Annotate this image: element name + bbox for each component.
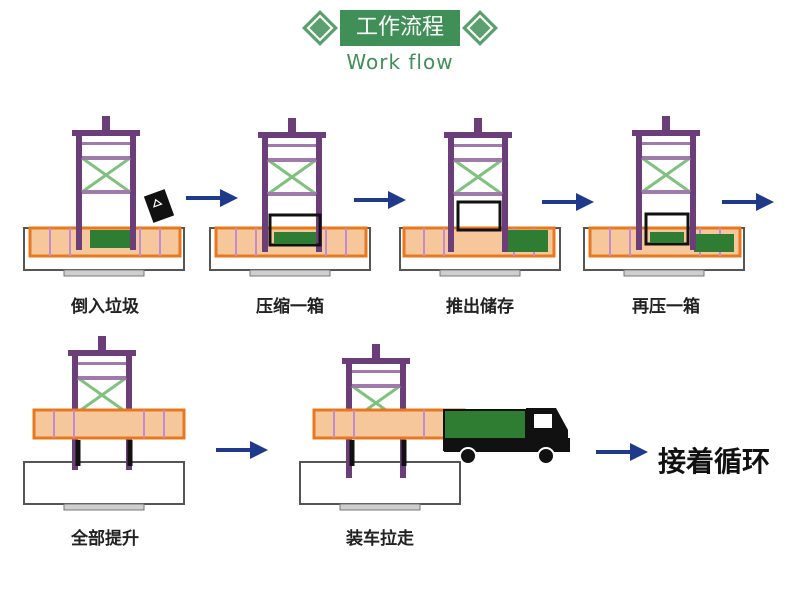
step-label-4: 再压一箱 bbox=[632, 297, 700, 317]
arrow-1 bbox=[186, 189, 238, 207]
waste-pile bbox=[90, 230, 130, 248]
step-label-6: 装车拉走 bbox=[346, 529, 414, 549]
loop-text: 接着循环 bbox=[658, 445, 771, 478]
truck-icon bbox=[443, 408, 570, 465]
step-6-illustration bbox=[299, 342, 570, 511]
step-label-2: 压缩一箱 bbox=[256, 297, 324, 317]
step-label-3: 推出储存 bbox=[446, 297, 514, 317]
page-title: 工作流程 bbox=[340, 10, 460, 46]
header: 工作流程 Work flow bbox=[0, 0, 800, 80]
arrow-2 bbox=[354, 191, 406, 209]
page-subtitle: Work flow bbox=[346, 50, 454, 74]
step-label-1: 倒入垃圾 bbox=[71, 297, 139, 317]
arrow-5 bbox=[216, 441, 268, 459]
step-4-illustration bbox=[583, 114, 745, 277]
arrow-6 bbox=[596, 443, 648, 461]
arrow-4 bbox=[722, 193, 774, 211]
step-3-illustration bbox=[399, 116, 561, 277]
step-label-5: 全部提升 bbox=[71, 529, 139, 549]
step-5-illustration bbox=[23, 334, 186, 511]
arrow-3 bbox=[542, 193, 594, 211]
bin-icon bbox=[143, 189, 175, 223]
step-1-illustration bbox=[23, 114, 185, 277]
left-diamond-icon bbox=[302, 10, 338, 46]
right-diamond-icon bbox=[462, 10, 498, 46]
step-2-illustration bbox=[209, 116, 371, 277]
